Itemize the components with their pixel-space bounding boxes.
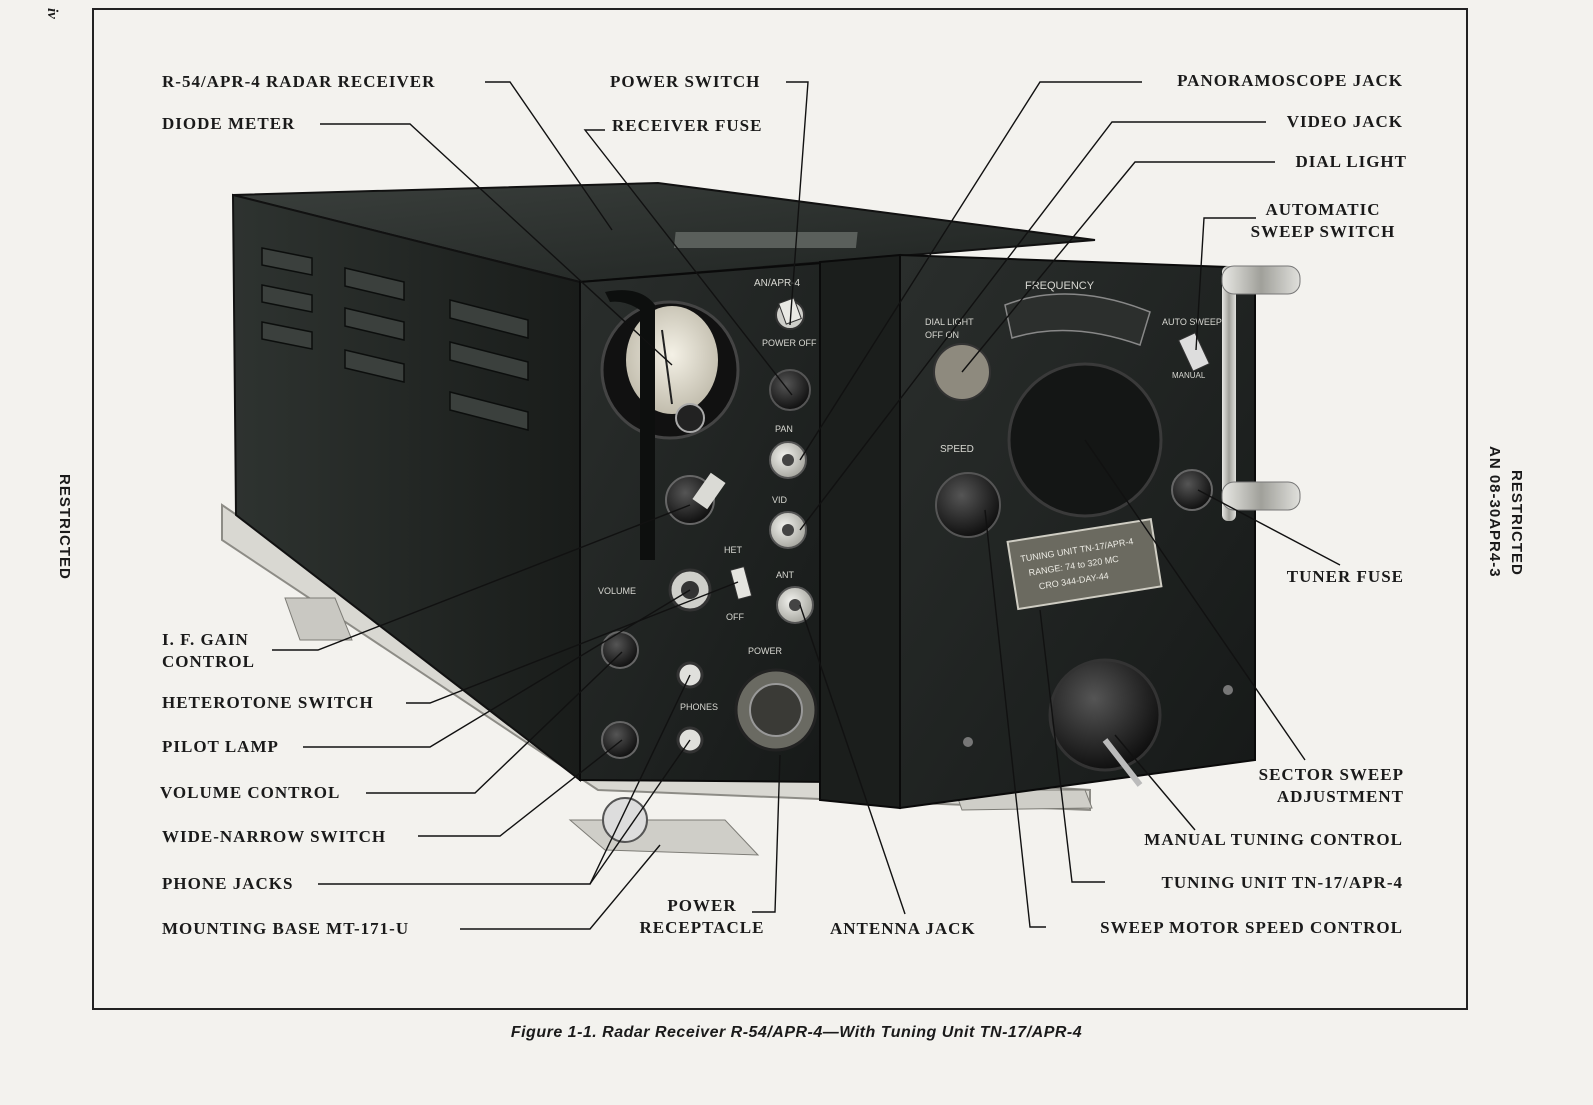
left-margin-restricted: RESTRICTED: [56, 474, 73, 580]
callout-sector-sweep: SECTOR SWEEP ADJUSTMENT: [1259, 764, 1404, 808]
right-margin-restricted: RESTRICTED: [1508, 470, 1525, 576]
vid-marking: VID: [772, 495, 788, 505]
callout-if-gain-line1: I. F. GAIN: [162, 630, 249, 649]
callout-mounting-base: MOUNTING BASE MT-171-U: [162, 919, 410, 938]
callout-receiver: R-54/APR-4 RADAR RECEIVER: [162, 72, 436, 91]
callout-panoramoscope: PANORAMOSCOPE JACK: [1177, 71, 1403, 90]
power-off-marking: POWER OFF: [762, 338, 817, 348]
callout-if-gain: I. F. GAIN CONTROL: [162, 629, 255, 673]
panel-handle: [605, 290, 655, 560]
dial-light-marking: DIAL LIGHT: [925, 317, 974, 327]
volume-marking: VOLUME: [598, 586, 636, 596]
callout-sector-sweep-line1: SECTOR SWEEP: [1258, 765, 1404, 784]
callout-if-gain-line2: CONTROL: [162, 652, 255, 671]
figure-frame: [92, 8, 1468, 1010]
het-marking: HET: [724, 545, 743, 555]
callout-wide-narrow: WIDE-NARROW SWITCH: [162, 827, 387, 846]
callout-power-receptacle-line2: RECEPTACLE: [639, 918, 765, 937]
callout-auto-sweep-line1: AUTOMATIC: [1265, 200, 1381, 219]
off-marking: OFF: [726, 612, 744, 622]
callout-volume: VOLUME CONTROL: [160, 783, 341, 802]
tuning-unit: [819, 253, 1256, 810]
right-margin-doc-number: AN 08-30APR4-3: [1486, 446, 1503, 578]
pan-marking: PAN: [775, 424, 793, 434]
auto-sweep-marking: AUTO SWEEP: [1162, 317, 1222, 327]
unit-id-marking: AN/APR-4: [754, 278, 801, 289]
callout-diode-meter: DIODE METER: [162, 114, 296, 133]
callout-power-receptacle: POWER RECEPTACLE: [634, 895, 770, 939]
callout-power-receptacle-line1: POWER: [667, 896, 737, 915]
callout-power-switch: POWER SWITCH: [610, 72, 761, 91]
callout-video-jack: VIDEO JACK: [1286, 112, 1403, 131]
callout-pilot-lamp: PILOT LAMP: [162, 737, 279, 756]
callout-sector-sweep-line2: ADJUSTMENT: [1276, 787, 1404, 806]
off-on-marking: OFF ON: [925, 330, 959, 340]
carry-handle: [1221, 265, 1301, 521]
callout-auto-sweep: AUTOMATIC SWEEP SWITCH: [1238, 199, 1408, 243]
diode-meter: [600, 300, 740, 440]
callout-sweep-motor: SWEEP MOTOR SPEED CONTROL: [1100, 918, 1403, 937]
callout-manual-tuning: MANUAL TUNING CONTROL: [1144, 830, 1403, 849]
callout-dial-light: DIAL LIGHT: [1295, 152, 1407, 171]
callout-tuning-unit: TUNING UNIT TN-17/APR-4: [1161, 873, 1403, 892]
callout-phone-jacks: PHONE JACKS: [162, 874, 294, 893]
leader-lines: [272, 81, 1341, 930]
callout-receiver-fuse: RECEIVER FUSE: [612, 116, 763, 135]
figure-caption: Figure 1-1. Radar Receiver R-54/APR-4—Wi…: [510, 1024, 1083, 1041]
callout-heterotone: HETEROTONE SWITCH: [162, 693, 374, 712]
frequency-marking: FREQUENCY: [1025, 280, 1095, 292]
manual-marking: MANUAL: [1172, 371, 1206, 380]
callout-antenna-jack: ANTENNA JACK: [830, 919, 976, 938]
speed-marking: SPEED: [940, 444, 974, 455]
receiver-controls: [601, 297, 818, 843]
ant-marking: ANT: [776, 570, 795, 580]
phones-marking: PHONES: [680, 702, 718, 712]
callout-auto-sweep-line2: SWEEP SWITCH: [1250, 222, 1396, 241]
power-marking: POWER: [748, 646, 783, 656]
callout-tuner-fuse: TUNER FUSE: [1286, 567, 1404, 586]
